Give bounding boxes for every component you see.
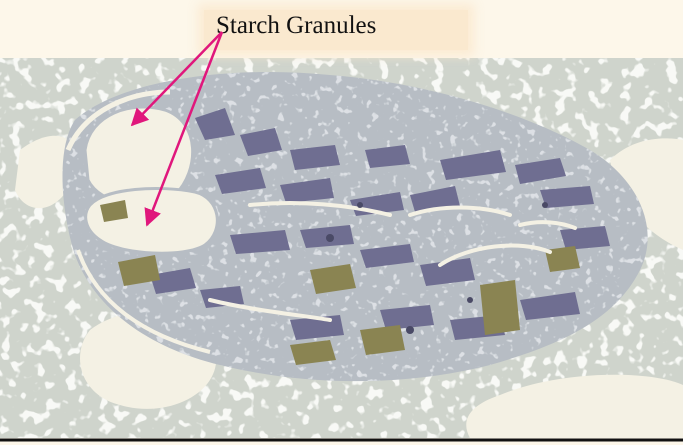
starch-granules-label: Starch Granules [216,12,376,40]
